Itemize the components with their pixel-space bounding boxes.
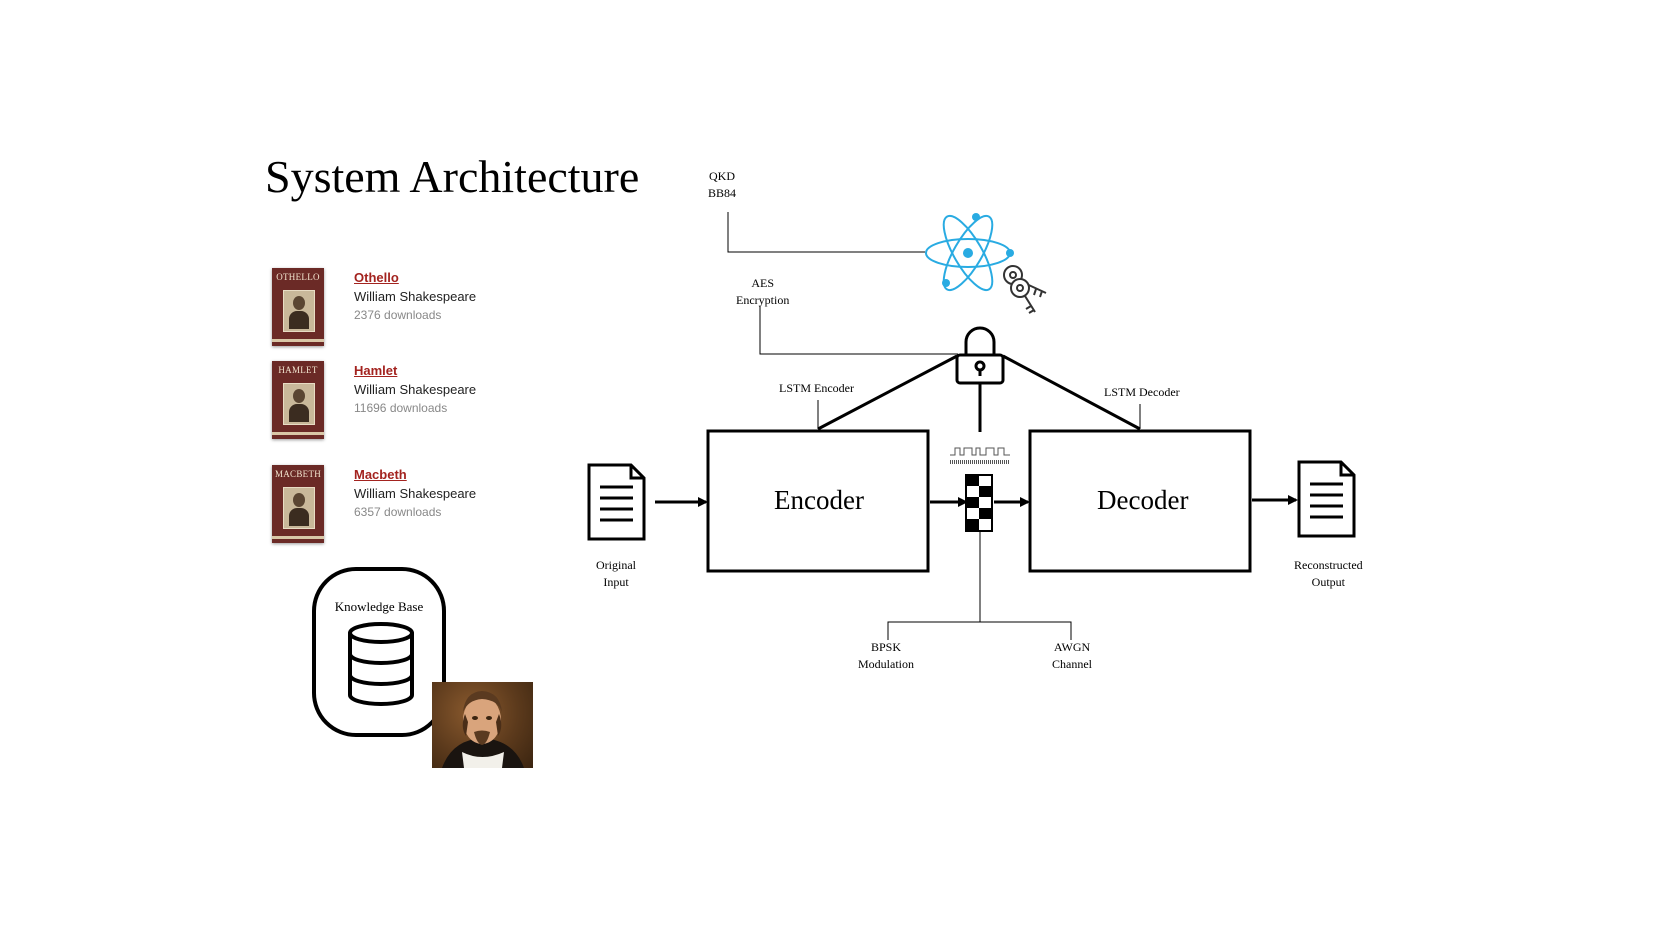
channel-block-icon [965,474,993,532]
book-title-link[interactable]: Othello [354,270,399,285]
cover-text: OTHELLO [276,272,320,282]
page-title: System Architecture [265,151,640,202]
database-icon [348,622,414,706]
encoder-box [706,429,930,573]
aes-connector-line [759,306,958,355]
book-item-macbeth[interactable]: MACBETH Macbeth William Shakespeare 6357… [272,465,532,545]
decoder-label: Decoder [1097,485,1189,515]
book-title-link[interactable]: Macbeth [354,467,407,482]
waveform-icon [950,447,1010,464]
book-item-hamlet[interactable]: HAMLET Hamlet William Shakespeare 11696 … [272,361,532,441]
cover-text: HAMLET [278,365,318,375]
book-author: William Shakespeare [354,289,477,304]
knowledge-base-label: Knowledge Base [334,599,424,614]
book-cover-image: MACBETH [272,465,324,543]
book-author: William Shakespeare [354,486,477,501]
book-item-othello[interactable]: OTHELLO Othello William Shakespeare 2376… [272,268,532,348]
decoder-box [1028,429,1252,573]
shakespeare-portrait [432,682,533,768]
lstm-decoder-label: LSTM Decoder [1104,385,1180,399]
lock-to-encoder-line [817,354,958,431]
lstm-encoder-label: LSTM Encoder [779,381,854,395]
qkd-connector-line [727,212,925,253]
lock-to-decoder-line [1002,354,1141,431]
document-input-icon [587,463,646,541]
modulation-connector-line [887,531,1072,640]
book-title-link[interactable]: Hamlet [354,363,398,378]
book-cover-image: HAMLET [272,361,324,439]
book-author: William Shakespeare [354,382,477,397]
keys-icon [1003,265,1047,314]
encoder-label: Encoder [774,485,864,515]
book-cover-image: OTHELLO [272,268,324,346]
knowledge-base-container: Knowledge Base [312,567,446,737]
atom-icon [925,213,1014,292]
book-downloads: 6357 downloads [354,505,442,519]
book-downloads: 2376 downloads [354,308,442,322]
cover-text: MACBETH [274,469,322,479]
document-output-icon [1297,460,1356,538]
lock-icon [955,326,1005,385]
book-downloads: 11696 downloads [354,401,448,415]
